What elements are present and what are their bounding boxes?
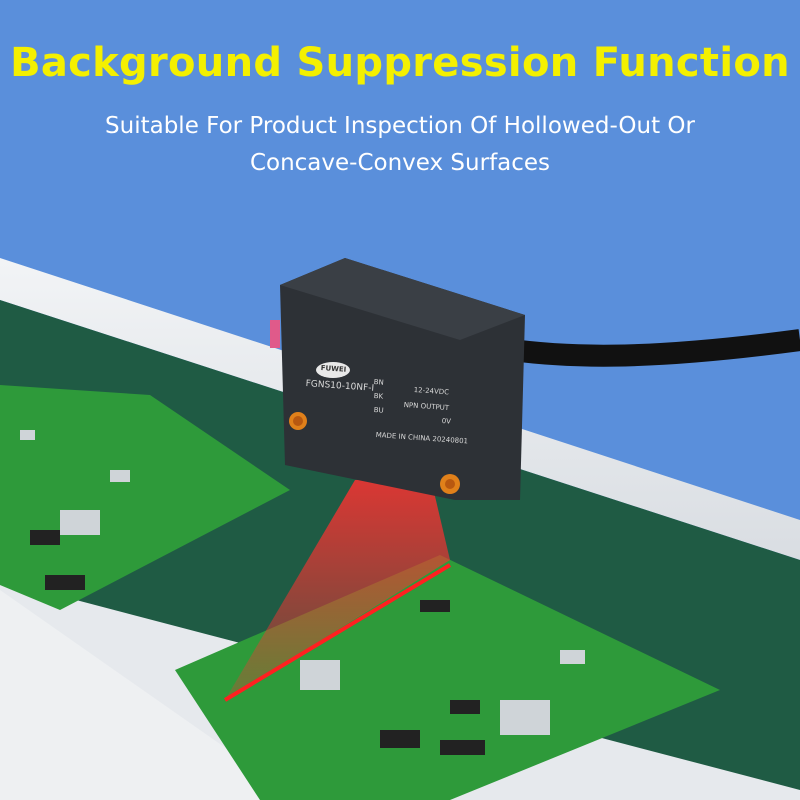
laser-line xyxy=(223,563,452,702)
subheadline: Suitable For Product Inspection Of Hollo… xyxy=(0,108,800,182)
wire-bk: BK xyxy=(373,392,384,401)
wire-bu: BU xyxy=(373,406,384,415)
brand-logo xyxy=(316,362,350,378)
subheadline-line-2: Concave-Convex Surfaces xyxy=(249,150,551,176)
sensor-cable xyxy=(477,329,800,367)
headline: Background Suppression Function xyxy=(10,40,790,86)
brand-logo-text: FUWEI xyxy=(320,364,347,374)
ground-label: 0V xyxy=(441,417,452,426)
subheadline-line-1: Suitable For Product Inspection Of Hollo… xyxy=(105,113,695,139)
wire-bn: BN xyxy=(373,378,385,387)
pcb-left xyxy=(0,385,290,610)
laser-beam xyxy=(225,475,450,700)
